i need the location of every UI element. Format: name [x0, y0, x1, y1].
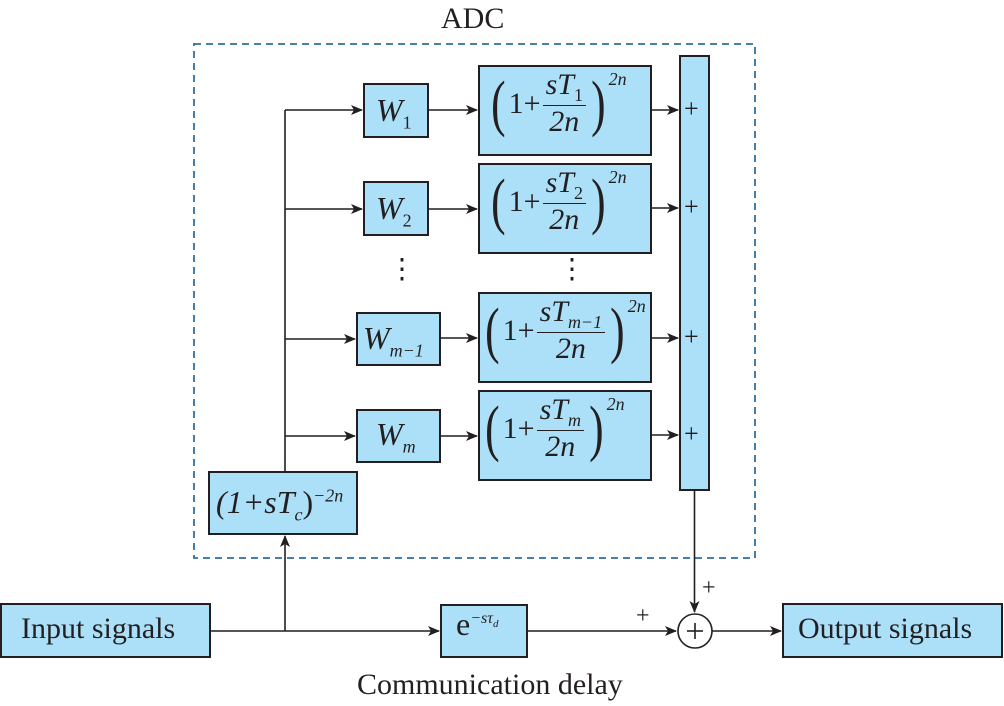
prefilter-subscript: c [294, 504, 303, 525]
weight-label-2: W2 [376, 192, 412, 229]
input-signals-label: Input signals [21, 612, 176, 645]
filter-one-plus: 1+ [502, 411, 535, 445]
numerator-text: sT [545, 68, 574, 101]
weight-ellipsis: ⋮ [388, 254, 416, 285]
weight-block-m-1 [356, 312, 441, 366]
filter-denominator: 2n [549, 203, 580, 236]
open-paren: ( [485, 394, 500, 463]
numerator-subscript: 1 [573, 85, 583, 105]
filter-numerator: sTm [536, 393, 584, 431]
filter-denominator: 2n [545, 430, 576, 463]
adc-label: ADC [441, 2, 505, 35]
output-signals-label: Output signals [798, 612, 973, 645]
weight-label-m-1: Wm−1 [363, 322, 424, 359]
numerator-subscript: m [567, 410, 581, 430]
summing-bar [679, 55, 710, 491]
numerator-subscript: 2 [573, 183, 583, 203]
close-paren: ) [610, 296, 625, 365]
sum-sign-2: + [684, 192, 699, 221]
weight-name: W [363, 320, 390, 356]
weight-name: W [376, 416, 403, 452]
weight-name: W [376, 190, 403, 226]
prefilter-close-paren: ) [302, 484, 314, 520]
junction-sign-top: + [702, 575, 716, 601]
filter-exponent: 2n [608, 167, 627, 187]
numerator-subscript: m−1 [567, 312, 603, 332]
weight-label-m: Wm [376, 418, 416, 455]
filter-exponent: 2n [627, 296, 646, 316]
prefilter-text: (1+sT [216, 484, 295, 520]
numerator-text: sT [545, 166, 574, 199]
close-paren: ) [591, 69, 606, 138]
weight-subscript: 2 [402, 210, 412, 231]
sum-sign-m: + [684, 419, 699, 448]
numerator-text: sT [539, 393, 568, 426]
filter-block-m [478, 390, 652, 481]
filter-denominator: 2n [549, 105, 580, 138]
communication-delay-label: Communication delay [357, 668, 623, 701]
weight-subscript: m [402, 436, 416, 457]
weight-subscript: 1 [402, 112, 412, 133]
filter-one-plus: 1+ [502, 313, 535, 347]
open-paren: ( [491, 69, 506, 138]
filter-numerator: sTm−1 [536, 295, 606, 333]
weight-block-m [356, 409, 441, 463]
filter-one-plus: 1+ [508, 184, 541, 218]
open-paren: ( [491, 167, 506, 236]
delay-exponent: −sτ [470, 610, 493, 627]
close-paren: ) [589, 394, 604, 463]
delay-base: e [456, 606, 471, 642]
filter-block-2 [478, 163, 652, 254]
input-block [0, 603, 211, 658]
delay-transfer-function: e−sτd [456, 608, 498, 640]
delay-exponent-subscript: d [492, 618, 499, 631]
filter-numerator: sT2 [542, 166, 586, 204]
open-paren: ( [485, 296, 500, 365]
output-block [782, 603, 1003, 658]
weight-name: W [376, 92, 403, 128]
adc-boundary [193, 43, 756, 559]
filter-exponent: 2n [608, 69, 627, 89]
filter-ellipsis: ⋮ [558, 254, 586, 285]
filter-one-plus: 1+ [508, 86, 541, 120]
filter-numerator: sT1 [542, 68, 586, 106]
sum-sign-1: + [684, 94, 699, 123]
close-paren: ) [591, 167, 606, 236]
filter-denominator: 2n [555, 332, 586, 365]
prefilter-block [208, 471, 358, 535]
weight-label-1: W1 [376, 94, 412, 131]
weight-subscript: m−1 [389, 340, 424, 361]
weight-block-2 [363, 181, 429, 236]
numerator-text: sT [539, 295, 568, 328]
sum-sign-m-1: + [684, 322, 699, 351]
prefilter-exponent: −2n [313, 485, 344, 506]
filter-exponent: 2n [606, 394, 625, 414]
prefilter-transfer-function: (1+sTc)−2n [216, 486, 343, 523]
junction-sign-left: + [636, 603, 650, 629]
